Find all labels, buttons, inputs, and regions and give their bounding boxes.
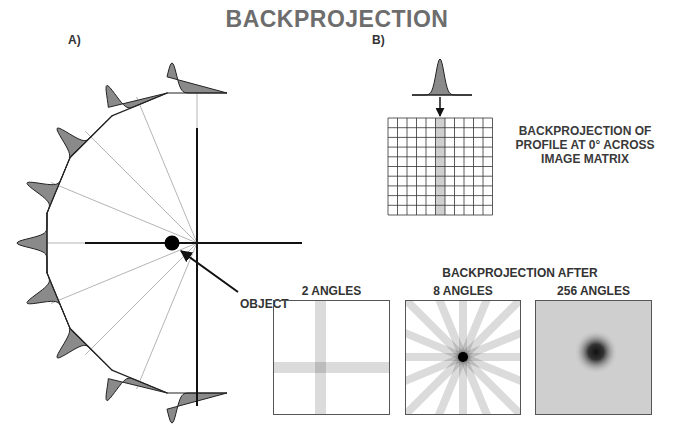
profile-baseline bbox=[167, 92, 227, 93]
panel-heading: 256 ANGLES bbox=[535, 284, 652, 298]
y-axis bbox=[196, 128, 198, 406]
profile-baseline bbox=[412, 95, 472, 96]
down-arrow bbox=[439, 97, 441, 116]
profile-0deg bbox=[412, 59, 472, 95]
profile bbox=[57, 116, 112, 158]
profile bbox=[27, 273, 70, 328]
title: BACKPROJECTION bbox=[226, 6, 449, 32]
object-dot bbox=[165, 236, 180, 251]
image-panel: 2 ANGLES bbox=[273, 284, 390, 415]
ray bbox=[137, 97, 197, 243]
ray bbox=[85, 131, 197, 243]
panel-letter: B) bbox=[372, 33, 385, 47]
ray bbox=[51, 183, 197, 243]
profile-baseline bbox=[112, 93, 167, 116]
image-square-border bbox=[405, 300, 521, 415]
panel-heading: 2 ANGLES bbox=[273, 284, 390, 298]
image-panel: 256 ANGLES bbox=[535, 284, 652, 415]
many-angle-blob bbox=[574, 330, 618, 374]
profile-baseline bbox=[47, 158, 70, 213]
ray bbox=[51, 243, 197, 303]
eight-angle-image bbox=[405, 300, 521, 415]
image-panel: 8 ANGLES bbox=[405, 284, 521, 415]
profile-baseline bbox=[46, 213, 47, 273]
profile bbox=[167, 63, 227, 93]
many-angle-ground bbox=[536, 301, 651, 414]
ray bbox=[85, 243, 197, 355]
two-angle-image bbox=[273, 300, 390, 415]
profile-baseline bbox=[47, 273, 70, 328]
image-matrix bbox=[388, 118, 493, 215]
ray bbox=[137, 243, 197, 389]
profile bbox=[57, 328, 112, 370]
object-arrow bbox=[181, 251, 238, 292]
eight-angle-center bbox=[458, 352, 468, 362]
profile-baseline bbox=[70, 116, 112, 158]
x-axis bbox=[85, 242, 302, 244]
image-square-border bbox=[273, 300, 390, 415]
image-square-border bbox=[535, 300, 652, 415]
profile bbox=[17, 213, 47, 273]
profile bbox=[27, 158, 70, 213]
section-heading: BACKPROJECTION AFTER bbox=[442, 266, 598, 280]
profile-baseline bbox=[112, 370, 167, 393]
panel-letter: A) bbox=[68, 33, 81, 47]
matrix-caption: BACKPROJECTION OF PROFILE AT 0° ACROSS I… bbox=[515, 124, 655, 166]
panel-heading: 8 ANGLES bbox=[405, 284, 521, 298]
profile-baseline bbox=[70, 328, 112, 370]
